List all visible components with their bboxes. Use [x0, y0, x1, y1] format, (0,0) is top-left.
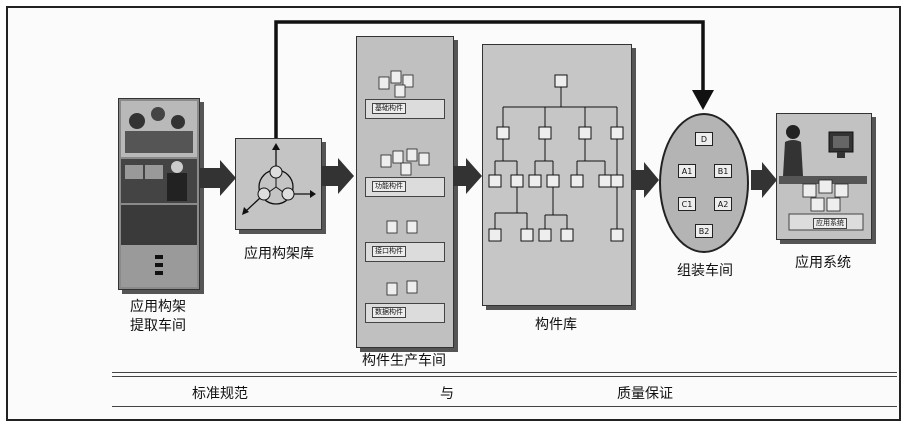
framework-graph-icon — [242, 143, 316, 215]
photo-control-room — [121, 159, 197, 203]
tray-label: 数据构件 — [372, 307, 406, 318]
component-library-label: 构件库 — [535, 317, 577, 333]
arrow-production-to-component-library — [454, 158, 482, 194]
extract-workshop-label: 应用构架 提取车间 — [112, 298, 204, 336]
footer-standards: 标准规范 — [192, 386, 248, 402]
arrow-extract-to-library — [200, 160, 236, 196]
tray-label: 功能构件 — [372, 181, 406, 192]
footer-rule-top-1 — [112, 372, 897, 373]
server-cabinet — [121, 205, 197, 287]
assembly-box-d: D — [695, 132, 713, 146]
extract-workshop-panel — [118, 98, 200, 290]
framework-library-label: 应用构架库 — [244, 246, 314, 262]
component-cubes — [378, 70, 430, 296]
footer-quality: 质量保证 — [617, 386, 673, 402]
assembly-box-b1: B1 — [714, 164, 732, 178]
tray-functional-components: 功能构件 — [365, 177, 445, 197]
component-hierarchy — [488, 74, 624, 242]
tray-basic-components: 基础构件 — [365, 99, 445, 119]
assembly-box-b2: B2 — [695, 224, 713, 238]
arrow-library-to-production — [322, 158, 354, 194]
component-production-label: 构件生产车间 — [362, 353, 446, 369]
tray-label: 基础构件 — [372, 103, 406, 114]
arrow-component-library-to-assembly — [631, 162, 659, 198]
footer-rule-top-2 — [112, 376, 897, 377]
tray-data-components: 数据构件 — [365, 303, 445, 323]
application-system-label: 应用系统 — [795, 255, 851, 271]
footer-and: 与 — [440, 386, 454, 402]
arrow-assembly-to-system — [751, 162, 777, 198]
footer-rule-bottom — [112, 406, 897, 407]
assembly-box-a1: A1 — [678, 164, 696, 178]
bypass-arrow-line — [274, 20, 705, 138]
tray-label: 接口构件 — [372, 246, 406, 257]
component-production-panel: 基础构件 功能构件 接口构件 数据构件 — [356, 36, 454, 348]
extract-workshop-label-line1: 应用构架 — [130, 299, 186, 315]
assembly-box-c1: C1 — [678, 197, 696, 211]
photo-meeting — [121, 101, 197, 157]
component-library-panel — [482, 44, 632, 306]
system-tray-label: 应用系统 — [813, 218, 847, 229]
bypass-arrow-head — [692, 90, 714, 110]
application-system-panel: 应用系统 — [776, 113, 872, 240]
extract-workshop-label-line2: 提取车间 — [130, 318, 186, 334]
assembly-workshop-label: 组装车间 — [677, 263, 733, 279]
framework-library-panel — [235, 138, 322, 230]
assembly-box-a2: A2 — [714, 197, 732, 211]
tray-interface-components: 接口构件 — [365, 242, 445, 262]
